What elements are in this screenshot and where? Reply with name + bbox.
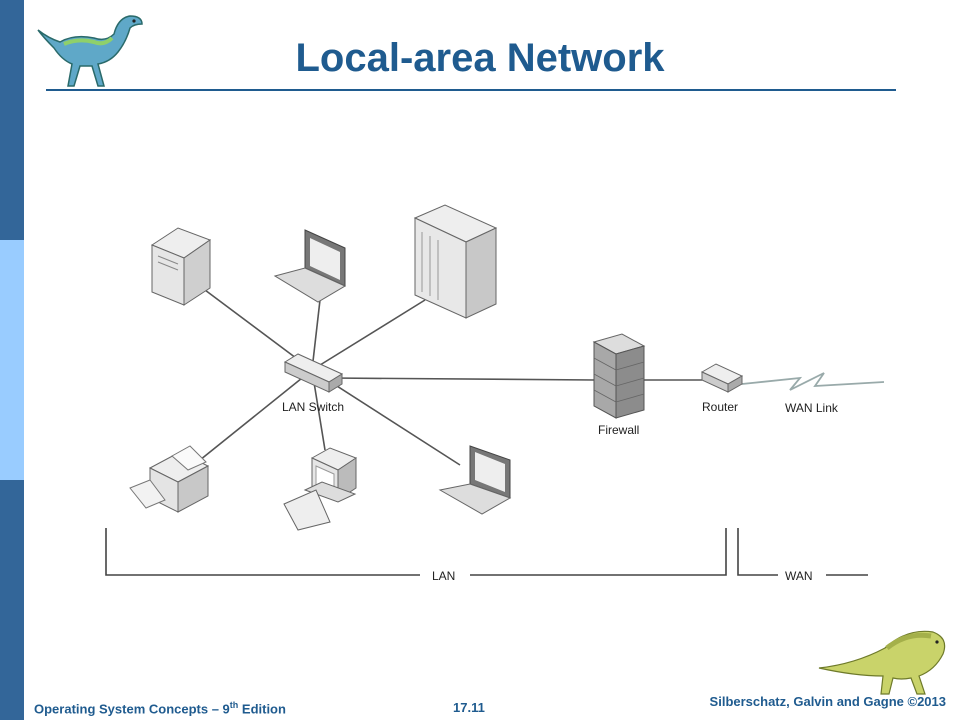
- lan-switch-icon: [283, 353, 344, 393]
- link-switch-laptop-top: [311, 299, 321, 371]
- lan-bracket-left: [105, 528, 420, 576]
- workstation-icon: [283, 447, 358, 531]
- footer-copyright: Silberschatz, Galvin and Gagne ©2013: [709, 694, 946, 709]
- firewall-label: Firewall: [598, 423, 639, 437]
- sidebar-middle-band: [0, 240, 24, 480]
- server-icon: [150, 227, 212, 306]
- footer-page-number: 17.11: [453, 700, 485, 715]
- tower-server-icon: [413, 204, 498, 319]
- lan-label: LAN: [432, 569, 455, 583]
- title-underline: [46, 89, 896, 91]
- laptop-icon-top: [273, 229, 347, 303]
- printer-icon: [129, 445, 210, 513]
- link-switch-tower: [311, 299, 426, 371]
- firewall-icon: [592, 333, 646, 419]
- sidebar-bottom-band: [0, 480, 24, 720]
- lan-bracket-right: [470, 528, 727, 576]
- wan-link-zigzag: [741, 372, 885, 391]
- wan-link-label: WAN Link: [785, 401, 839, 415]
- wan-label: WAN: [785, 569, 813, 583]
- dinosaur-logo-bottom: [818, 630, 946, 695]
- lan-switch-label: LAN Switch: [282, 400, 344, 414]
- dinosaur-logo-top: [37, 15, 143, 87]
- laptop-icon-bottom: [438, 445, 512, 515]
- router-icon: [700, 363, 744, 393]
- footer-book-title: Operating System Concepts – 9th Edition: [34, 700, 286, 717]
- router-label: Router: [702, 400, 738, 414]
- slide-sidebar: [0, 0, 24, 720]
- slide-title: Local-area Network: [295, 36, 665, 80]
- link-switch-printer: [199, 369, 313, 461]
- sidebar-top-band: [0, 0, 24, 240]
- link-switch-firewall: [329, 377, 596, 381]
- wan-bracket-left: [737, 528, 778, 576]
